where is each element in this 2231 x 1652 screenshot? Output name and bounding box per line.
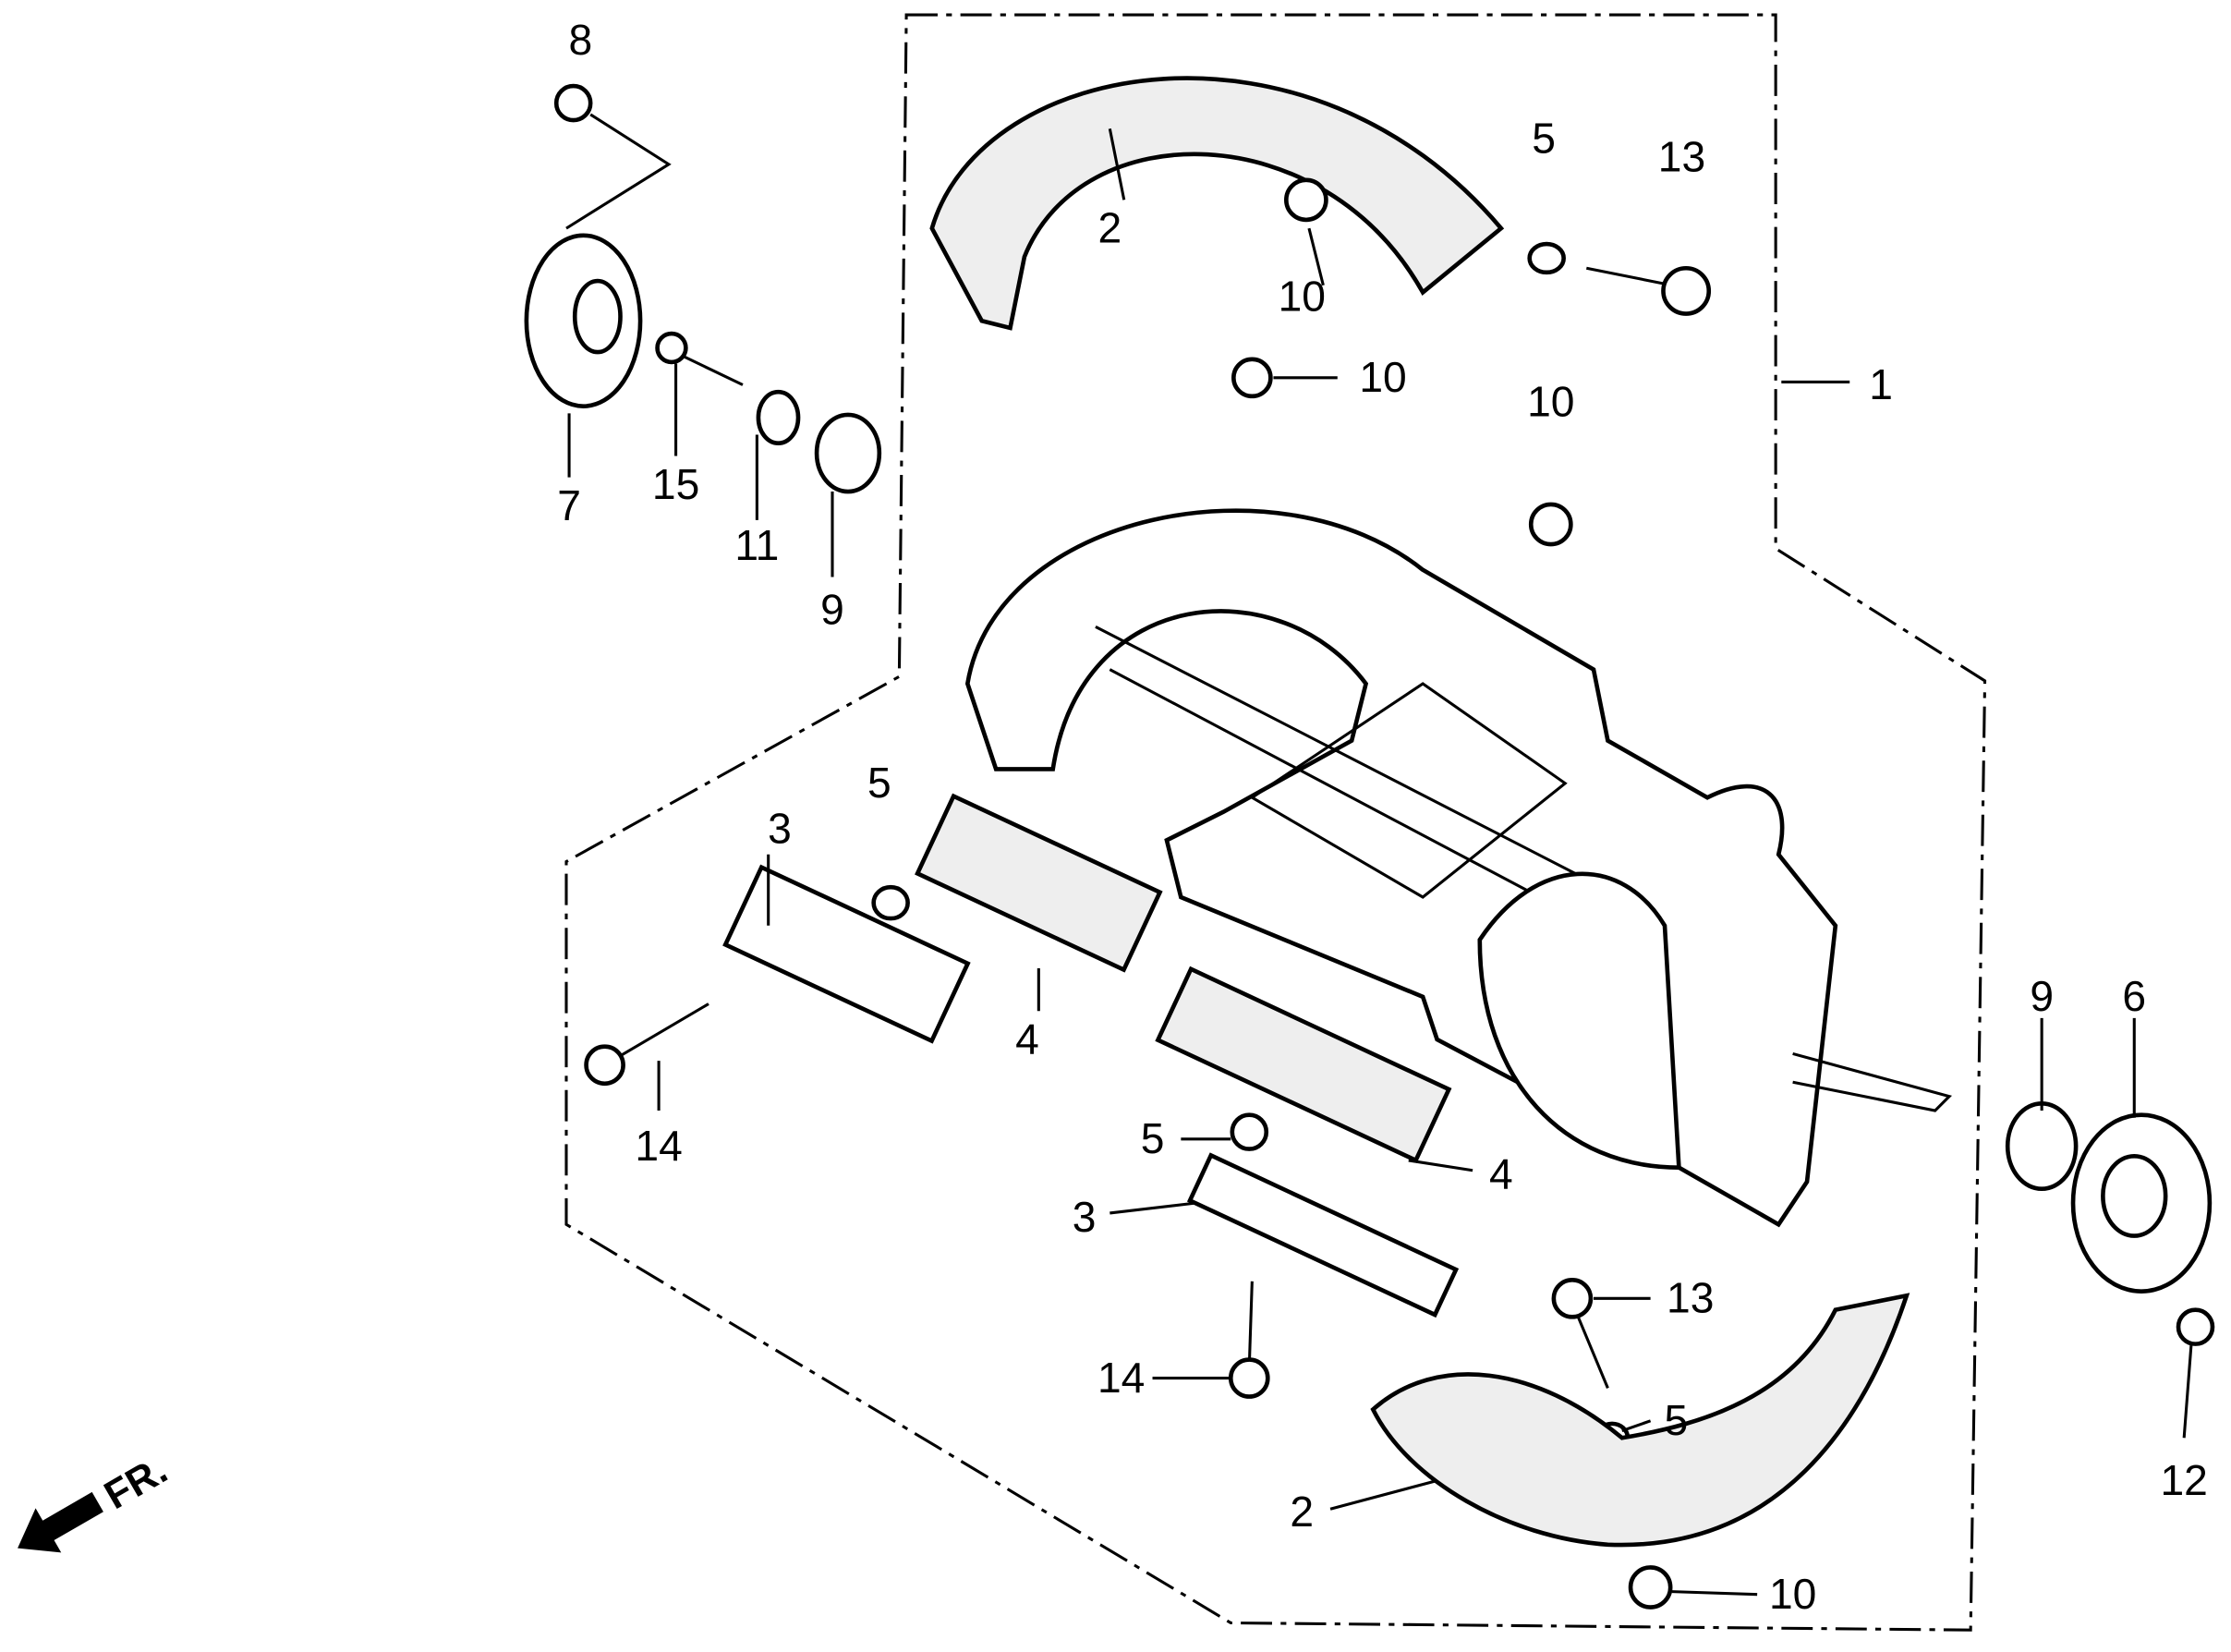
- callout-label: 14: [635, 1122, 682, 1170]
- callout-label: 10: [1359, 353, 1406, 401]
- callout-label: 2: [1290, 1488, 1314, 1536]
- callout-label: 5: [1141, 1114, 1165, 1162]
- collar-5-mid: [1230, 1112, 1269, 1151]
- nut-10-a: [1231, 357, 1273, 399]
- pad-4-left: [915, 793, 1163, 973]
- callout-label: 10: [1527, 377, 1574, 425]
- nut-10-b: [1528, 502, 1573, 547]
- callout-label: 14: [1097, 1354, 1145, 1402]
- collar-5-top: [1527, 241, 1566, 275]
- callout-label: 3: [768, 804, 792, 852]
- callout-label: 10: [1279, 272, 1326, 320]
- callout-label: 2: [1097, 204, 1122, 252]
- callout-label: 3: [1073, 1193, 1097, 1241]
- callout-label: 15: [652, 460, 699, 508]
- arrow-icon: [18, 1491, 103, 1553]
- callout-label: 9: [820, 585, 844, 633]
- bolt-10-bottom: [1628, 1565, 1673, 1609]
- callout-label: 10: [1769, 1570, 1816, 1618]
- callout-label: 9: [2030, 972, 2054, 1020]
- callout-label: 1: [1869, 360, 1893, 408]
- bearing-9-left: [814, 412, 882, 494]
- callout-label: 6: [2122, 972, 2146, 1020]
- callout-label: 4: [1015, 1014, 1039, 1063]
- bolt-14-left: [611, 1002, 709, 1063]
- assembly-boundary: [564, 13, 1987, 1632]
- callout-label: 5: [867, 759, 891, 807]
- leader-lines: [567, 128, 2193, 1597]
- washer-11: [756, 389, 801, 446]
- bearing-9-right: [2005, 1101, 2079, 1192]
- shim-3-left: [722, 864, 971, 1044]
- callout-label: 12: [2160, 1456, 2207, 1504]
- callout-label: 11: [734, 521, 779, 569]
- front-direction-arrow: FR.: [18, 1448, 175, 1553]
- front-label: FR.: [97, 1448, 175, 1518]
- callout-label: 4: [1489, 1150, 1513, 1198]
- callout-label: 7: [557, 481, 581, 529]
- bolt-14-lower: [1247, 1281, 1254, 1367]
- callout-label: 13: [1667, 1274, 1714, 1322]
- callout-label: 5: [1664, 1396, 1688, 1444]
- auger-housing: [964, 508, 1953, 1228]
- bolt-13-top: [1585, 266, 1673, 287]
- collar-5-left: [871, 884, 910, 921]
- callout-label: 13: [1658, 133, 1705, 181]
- shim-3-lower: [1186, 1152, 1460, 1318]
- nut-12: [2176, 1307, 2215, 1346]
- nut-8: [553, 83, 593, 123]
- callout-label: 8: [569, 16, 593, 64]
- bolt-10-top: [1284, 177, 1328, 223]
- callout-label: 5: [1532, 114, 1556, 162]
- scraper-upper: [929, 76, 1505, 331]
- scraper-lower: [1370, 1293, 1910, 1548]
- pad-4-lower: [1155, 966, 1452, 1163]
